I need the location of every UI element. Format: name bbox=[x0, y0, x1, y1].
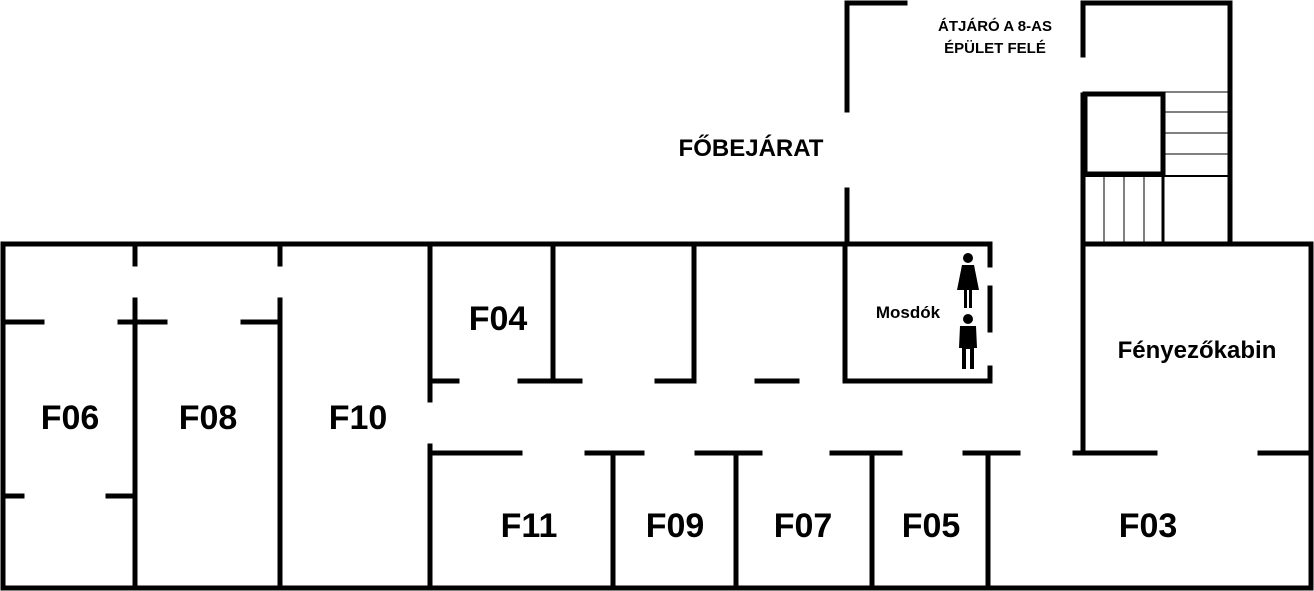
staircase bbox=[1082, 91, 1230, 244]
main-entrance-label: FŐBEJÁRAT bbox=[679, 134, 824, 162]
room-f10-label: F10 bbox=[329, 399, 388, 437]
man-icon bbox=[959, 314, 977, 369]
woman-icon bbox=[957, 253, 979, 308]
room-f05-label: F05 bbox=[902, 507, 961, 545]
room-f08-label: F08 bbox=[179, 399, 238, 437]
paint-booth-label: Fényezőkabin bbox=[1118, 337, 1277, 364]
room-f03-label: F03 bbox=[1119, 507, 1178, 545]
passage-label-line1: ÁTJÁRÓ A 8-AS bbox=[938, 17, 1052, 35]
room-f07-label: F07 bbox=[774, 507, 833, 545]
room-f11-label: F11 bbox=[501, 507, 558, 545]
room-f04-label: F04 bbox=[469, 300, 528, 338]
room-f06-label: F06 bbox=[41, 399, 100, 437]
stair-landing bbox=[1082, 91, 1166, 177]
restrooms-label: Mosdók bbox=[876, 303, 941, 322]
passage-label-line2: ÉPÜLET FELÉ bbox=[944, 40, 1046, 57]
room-f09-label: F09 bbox=[646, 507, 705, 545]
